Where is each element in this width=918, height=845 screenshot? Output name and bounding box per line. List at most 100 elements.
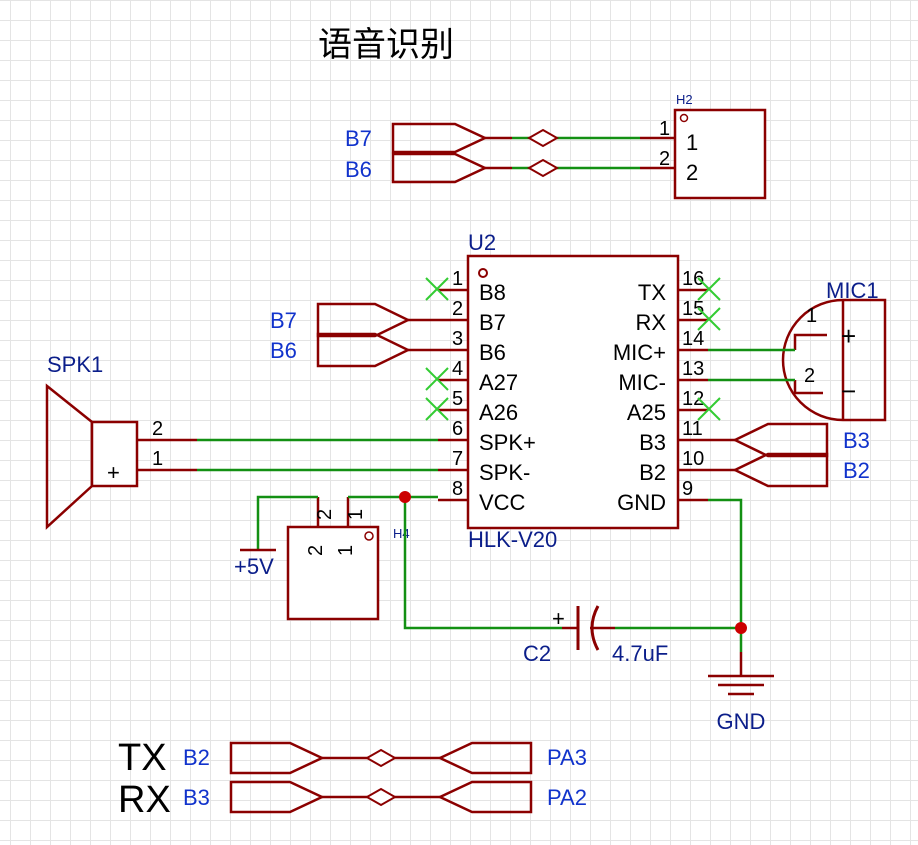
- u2-pin-num: 1: [452, 268, 463, 290]
- mic1-minus: −: [841, 376, 856, 406]
- net-flag-b6-u2: [316, 332, 411, 368]
- u2-pin-num: 12: [682, 388, 704, 410]
- net-flag: [437, 780, 533, 814]
- spk1-speaker: + SPK1 2 1: [45, 352, 197, 530]
- mic1-plus: +: [841, 321, 856, 351]
- u2-pin-num: 7: [452, 448, 463, 470]
- u2-pin-name: A26: [479, 400, 518, 425]
- net-label-b2: B2: [843, 458, 870, 483]
- h2-pin-num-2: 2: [659, 148, 670, 170]
- c2-ref: C2: [523, 641, 551, 666]
- h4-body: [286, 525, 380, 621]
- net-flag: [229, 780, 325, 814]
- serial-left-net-tx: B2: [183, 745, 210, 770]
- c2-polarity: +: [552, 606, 565, 631]
- serial-name-rx: RX: [118, 779, 171, 821]
- h4-pin-label-2: 2: [305, 545, 327, 556]
- u2-hlk-v20: U2 HLK-V20 1 2 3 4 5 6 7 8 B8 B7 B6 A27 …: [438, 230, 708, 552]
- u2-pin-name: SPK-: [479, 460, 530, 485]
- net-label-b3: B3: [843, 428, 870, 453]
- spk1-body: [90, 420, 139, 488]
- schematic-title: 语音识别: [318, 26, 454, 64]
- u2-value: HLK-V20: [468, 527, 557, 552]
- u2-pin-num: 6: [452, 418, 463, 440]
- net-flag-b7-u2: [316, 302, 411, 338]
- h4-pin-num-2: 2: [314, 509, 336, 520]
- wire-gnd: [708, 498, 743, 652]
- u2-pin-name: MIC+: [613, 340, 666, 365]
- no-connect-icon: [425, 367, 449, 391]
- u2-pin-num: 9: [682, 478, 693, 500]
- u2-pin-name: A25: [627, 400, 666, 425]
- h4-pin-num-1: 1: [345, 509, 367, 520]
- gnd-symbol: GND: [708, 652, 774, 734]
- serial-right-net-pa2: PA2: [547, 785, 587, 810]
- wire-vcc-cap: [403, 497, 562, 630]
- c2-capacitor: + C2 4.7uF: [523, 605, 668, 666]
- h2-ref: H2: [676, 92, 693, 107]
- serial-right-net-pa3: PA3: [547, 745, 587, 770]
- u2-pin-num: 10: [682, 448, 704, 470]
- h2-net-flags: B7 B6: [345, 122, 640, 184]
- mic1-pin-num-2: 2: [804, 365, 815, 387]
- no-connect-icon: [425, 277, 449, 301]
- u2-pin-num: 5: [452, 388, 463, 410]
- c2-value: 4.7uF: [612, 641, 668, 666]
- net-flag-b3-u2: [732, 422, 829, 458]
- spk1-pin-num-2: 2: [152, 418, 163, 440]
- serial-name-tx: TX: [118, 737, 167, 779]
- u2-pin-name: SPK+: [479, 430, 536, 455]
- net-flag-b2-u2: [732, 452, 829, 488]
- mic1-pin-num-1: 1: [806, 305, 817, 327]
- h2-pin1-marker: [679, 113, 689, 123]
- serial-left-net-rx: B3: [183, 785, 210, 810]
- u2-pin-num: 15: [682, 298, 704, 320]
- net-label-b7: B7: [345, 126, 372, 151]
- power-5v-label: +5V: [234, 554, 274, 579]
- junction-dot: [735, 622, 747, 634]
- u2-pin-name: MIC-: [618, 370, 666, 395]
- u2-pin1-marker: [478, 268, 488, 278]
- u2-pin-name: B6: [479, 340, 506, 365]
- u2-pin-name: B3: [639, 430, 666, 455]
- net-flag-b6-h2: [391, 152, 488, 184]
- u2-pin-num: 11: [682, 418, 703, 440]
- u2-pin-name: B8: [479, 280, 506, 305]
- u2-ref: U2: [468, 230, 496, 255]
- u2-pin-name: B2: [639, 460, 666, 485]
- no-connect-icon: [425, 397, 449, 421]
- u2-pin-num: 4: [452, 358, 463, 380]
- h2-pin-label-2: 2: [686, 160, 698, 185]
- h4-pin1-marker: [364, 531, 374, 541]
- serial-port-row-rx: RX B3 PA2: [118, 779, 587, 821]
- u2-pin-num: 2: [452, 298, 463, 320]
- h2-pin-num-1: 1: [659, 118, 670, 140]
- h4-pin-label-1: 1: [335, 545, 357, 556]
- net-flag-b7-h2: [391, 122, 488, 154]
- no-connect-markers: [425, 277, 721, 421]
- spk1-pin-num-1: 1: [152, 448, 163, 470]
- h2-body: [673, 108, 767, 200]
- serial-port-row-tx: TX B2 PA3: [118, 737, 587, 779]
- u2-pin-name: A27: [479, 370, 518, 395]
- mic1-ref: MIC1: [826, 278, 879, 303]
- power-5v-symbol: +5V: [234, 495, 318, 579]
- no-connect-icon: [697, 277, 721, 301]
- net-flag: [229, 741, 325, 775]
- u2-pin-name: VCC: [479, 490, 526, 515]
- spk1-cone: [45, 383, 94, 530]
- spk1-polarity: +: [107, 460, 120, 485]
- net-port-diamond: [526, 128, 560, 148]
- net-flag: [437, 741, 533, 775]
- u2-pin-name: RX: [635, 310, 666, 335]
- mic1-body: [781, 298, 887, 422]
- net-port-diamond: [526, 158, 560, 178]
- u2-pin-name: TX: [638, 280, 666, 305]
- net-label-b7: B7: [270, 308, 297, 333]
- h2-pin-label-1: 1: [686, 130, 698, 155]
- u2-pin-num: 14: [682, 328, 704, 350]
- no-connect-icon: [697, 307, 721, 331]
- mic1-microphone: MIC1 + − 1 2: [781, 278, 887, 422]
